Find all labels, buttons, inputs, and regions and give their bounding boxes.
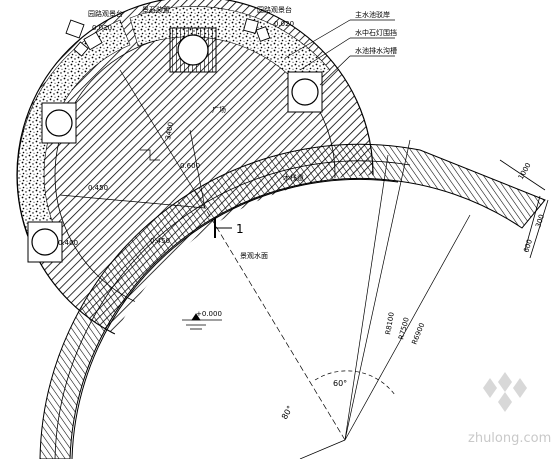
leader-label-2: 水中石灯围挡 — [355, 28, 397, 37]
leader-label-3: 水池排水沟槽 — [355, 46, 397, 55]
dim-width-inner-b: 300 — [534, 213, 546, 228]
dim-width-inner-a: 600 — [522, 238, 534, 253]
leader-label-1: 主水池驳岸 — [355, 10, 390, 19]
elevation-left-b: 0.400 — [58, 239, 78, 247]
dim-radius-1: R8100 — [384, 312, 396, 336]
elevation-left-a: 0.450 — [88, 184, 108, 192]
area-label-water: 景观水面 — [240, 251, 268, 260]
section-marker-label: 1 — [236, 222, 244, 236]
gravel-band — [17, 19, 131, 241]
lantern-right — [287, 71, 323, 113]
elevation-mid-b: 0.600 — [180, 162, 200, 170]
stone-feature-top — [169, 27, 217, 73]
boardwalk-outer — [39, 143, 546, 459]
stone-cluster-right — [243, 18, 271, 42]
boardwalk-edge — [54, 160, 411, 459]
water-level-symbol — [182, 313, 222, 330]
watermark-text: zhulong.com — [468, 431, 551, 446]
section-marker: 1 — [214, 218, 244, 238]
construction-lines — [59, 69, 471, 459]
leader-lines — [284, 19, 395, 86]
callout-top-right: 园路观景台 — [257, 5, 292, 14]
boardwalk-inner-edge — [71, 178, 399, 459]
lantern-left-upper — [41, 102, 77, 144]
dimension-right — [499, 159, 549, 259]
callout-top-center: 景石装置 — [142, 5, 170, 14]
elevation-top-right: 0.020 — [274, 20, 294, 28]
lantern-left-lower — [27, 221, 63, 263]
water-area — [80, 174, 560, 459]
dim-center: 3400 — [164, 121, 175, 140]
area-label-center: 广场 — [212, 105, 226, 114]
elevation-top-left: 0.020 — [92, 24, 112, 32]
watermark-logo — [483, 372, 527, 412]
callout-top-left: 园路观景台 — [88, 9, 123, 18]
water-level-value: +0.000 — [196, 310, 222, 318]
elevation-mid-a: 0.450 — [150, 237, 170, 245]
angle-60: 60° — [333, 379, 347, 388]
area-label-path: 木栈道 — [283, 173, 304, 182]
stone-cluster-left — [65, 19, 103, 57]
